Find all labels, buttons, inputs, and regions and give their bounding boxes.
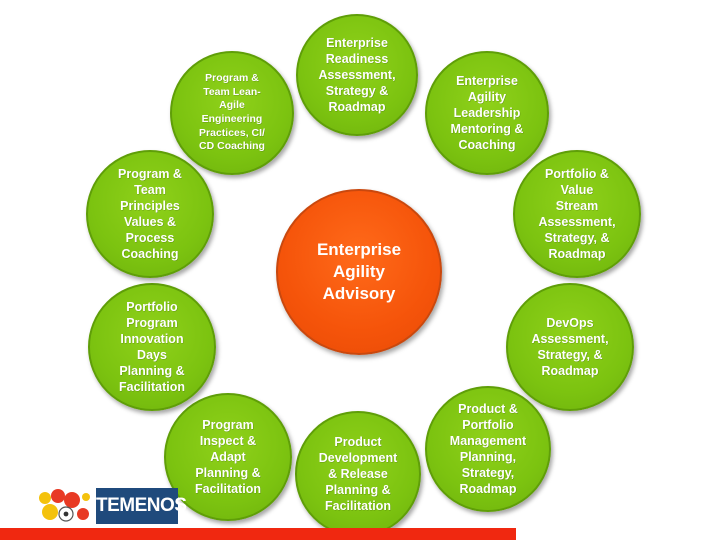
center-node-label: Enterprise Agility Advisory bbox=[316, 239, 402, 304]
node-portfolio-value-stream-label: Portfolio & Value Stream Assessment, Str… bbox=[538, 167, 616, 261]
node-principles-values: Program & Team Principles Values & Proce… bbox=[86, 150, 214, 278]
node-product-development-label: Product Development & Release Planning &… bbox=[318, 435, 398, 513]
temenos-mark-icon bbox=[36, 488, 94, 524]
node-devops: DevOps Assessment, Strategy, & Roadmap bbox=[506, 283, 634, 411]
temenos-logo: TEMENOS bbox=[36, 488, 187, 524]
node-inspect-adapt-label: Program Inspect & Adapt Planning & Facil… bbox=[195, 418, 261, 496]
node-readiness-label: Enterprise Readiness Assessment, Strateg… bbox=[318, 36, 396, 114]
node-innovation-days-label: Portfolio Program Innovation Days Planni… bbox=[119, 300, 185, 394]
node-product-portfolio-label: Product & Portfolio Management Planning,… bbox=[449, 402, 527, 496]
node-innovation-days: Portfolio Program Innovation Days Planni… bbox=[88, 283, 216, 411]
node-product-portfolio: Product & Portfolio Management Planning,… bbox=[425, 386, 551, 512]
node-readiness: Enterprise Readiness Assessment, Strateg… bbox=[296, 14, 418, 136]
node-portfolio-value-stream: Portfolio & Value Stream Assessment, Str… bbox=[513, 150, 641, 278]
bottom-accent-bar bbox=[0, 528, 516, 540]
node-lean-agile-engineering: Program & Team Lean- Agile Engineering P… bbox=[170, 51, 294, 175]
temenos-logo-text: TEMENOS bbox=[96, 488, 187, 524]
node-inspect-adapt: Program Inspect & Adapt Planning & Facil… bbox=[164, 393, 292, 521]
center-node: Enterprise Agility Advisory bbox=[276, 189, 442, 355]
node-leadership: Enterprise Agility Leadership Mentoring … bbox=[425, 51, 549, 175]
node-devops-label: DevOps Assessment, Strategy, & Roadmap bbox=[531, 316, 609, 378]
node-product-development: Product Development & Release Planning &… bbox=[295, 411, 421, 537]
node-lean-agile-engineering-label: Program & Team Lean- Agile Engineering P… bbox=[199, 72, 265, 153]
node-principles-values-label: Program & Team Principles Values & Proce… bbox=[118, 167, 182, 261]
node-leadership-label: Enterprise Agility Leadership Mentoring … bbox=[450, 74, 524, 152]
